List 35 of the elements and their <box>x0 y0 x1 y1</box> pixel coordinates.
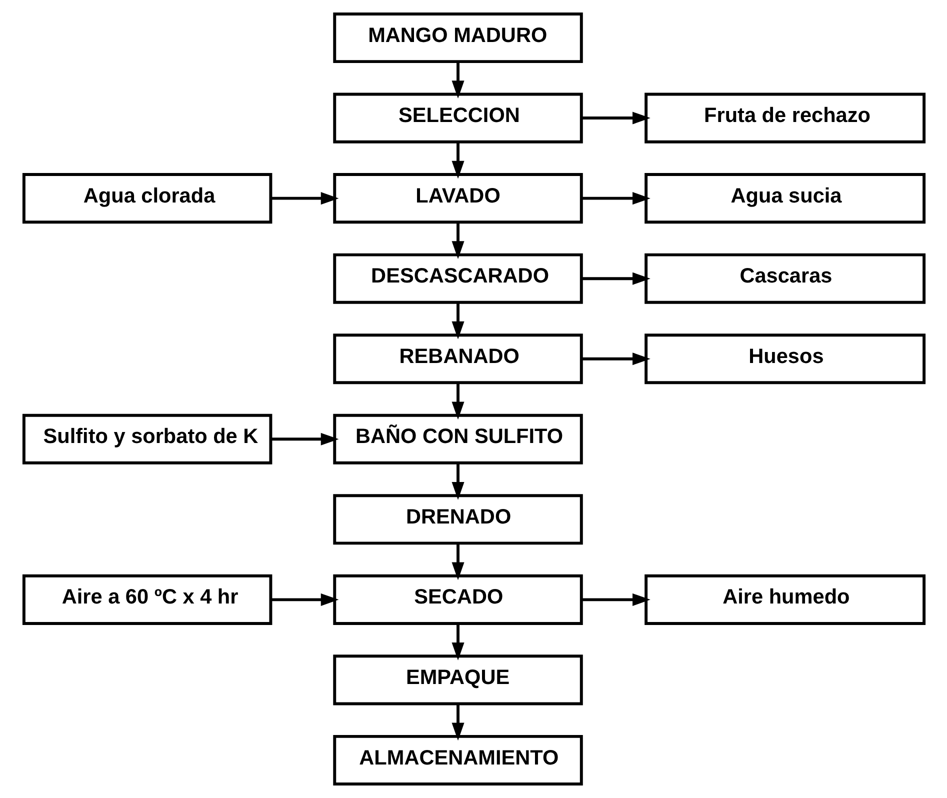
arrow <box>270 192 338 205</box>
arrow <box>451 463 464 500</box>
node-box: BAÑO CON SULFITO <box>332 414 582 464</box>
arrow <box>451 62 464 98</box>
arrow <box>581 272 650 285</box>
node-box: Sulfito y sorbato de K <box>22 414 272 464</box>
node-box: DESCASCARADO <box>332 253 582 304</box>
arrow <box>581 112 650 124</box>
arrow <box>581 352 650 366</box>
arrow <box>451 382 464 420</box>
node-box: Fruta de rechazo <box>644 92 926 144</box>
node-box: ALMACENAMIENTO <box>332 734 582 786</box>
arrow <box>270 432 338 446</box>
node-box: EMPAQUE <box>332 654 582 706</box>
node-box: Aire humedo <box>644 574 926 625</box>
arrow <box>451 544 464 580</box>
node-box: SECADO <box>332 574 582 625</box>
arrow <box>451 142 464 179</box>
arrow <box>451 624 464 660</box>
node-box: Agua clorada <box>22 173 272 224</box>
node-box: Cascaras <box>644 253 926 304</box>
arrow <box>270 593 338 606</box>
arrow <box>581 192 650 205</box>
node-box: Huesos <box>644 334 926 384</box>
node-box: Aire a 60 ºC x 4 hr <box>22 574 272 625</box>
node-box: DRENADO <box>332 494 582 545</box>
node-box: Agua sucia <box>644 173 926 224</box>
node-box: REBANADO <box>332 334 582 384</box>
arrow <box>451 302 464 340</box>
node-box: MANGO MADURO <box>332 12 582 64</box>
node-box: LAVADO <box>332 173 582 224</box>
arrow <box>451 222 464 260</box>
node-box: SELECCION <box>332 92 582 144</box>
arrow <box>581 593 650 606</box>
arrow <box>451 704 464 741</box>
